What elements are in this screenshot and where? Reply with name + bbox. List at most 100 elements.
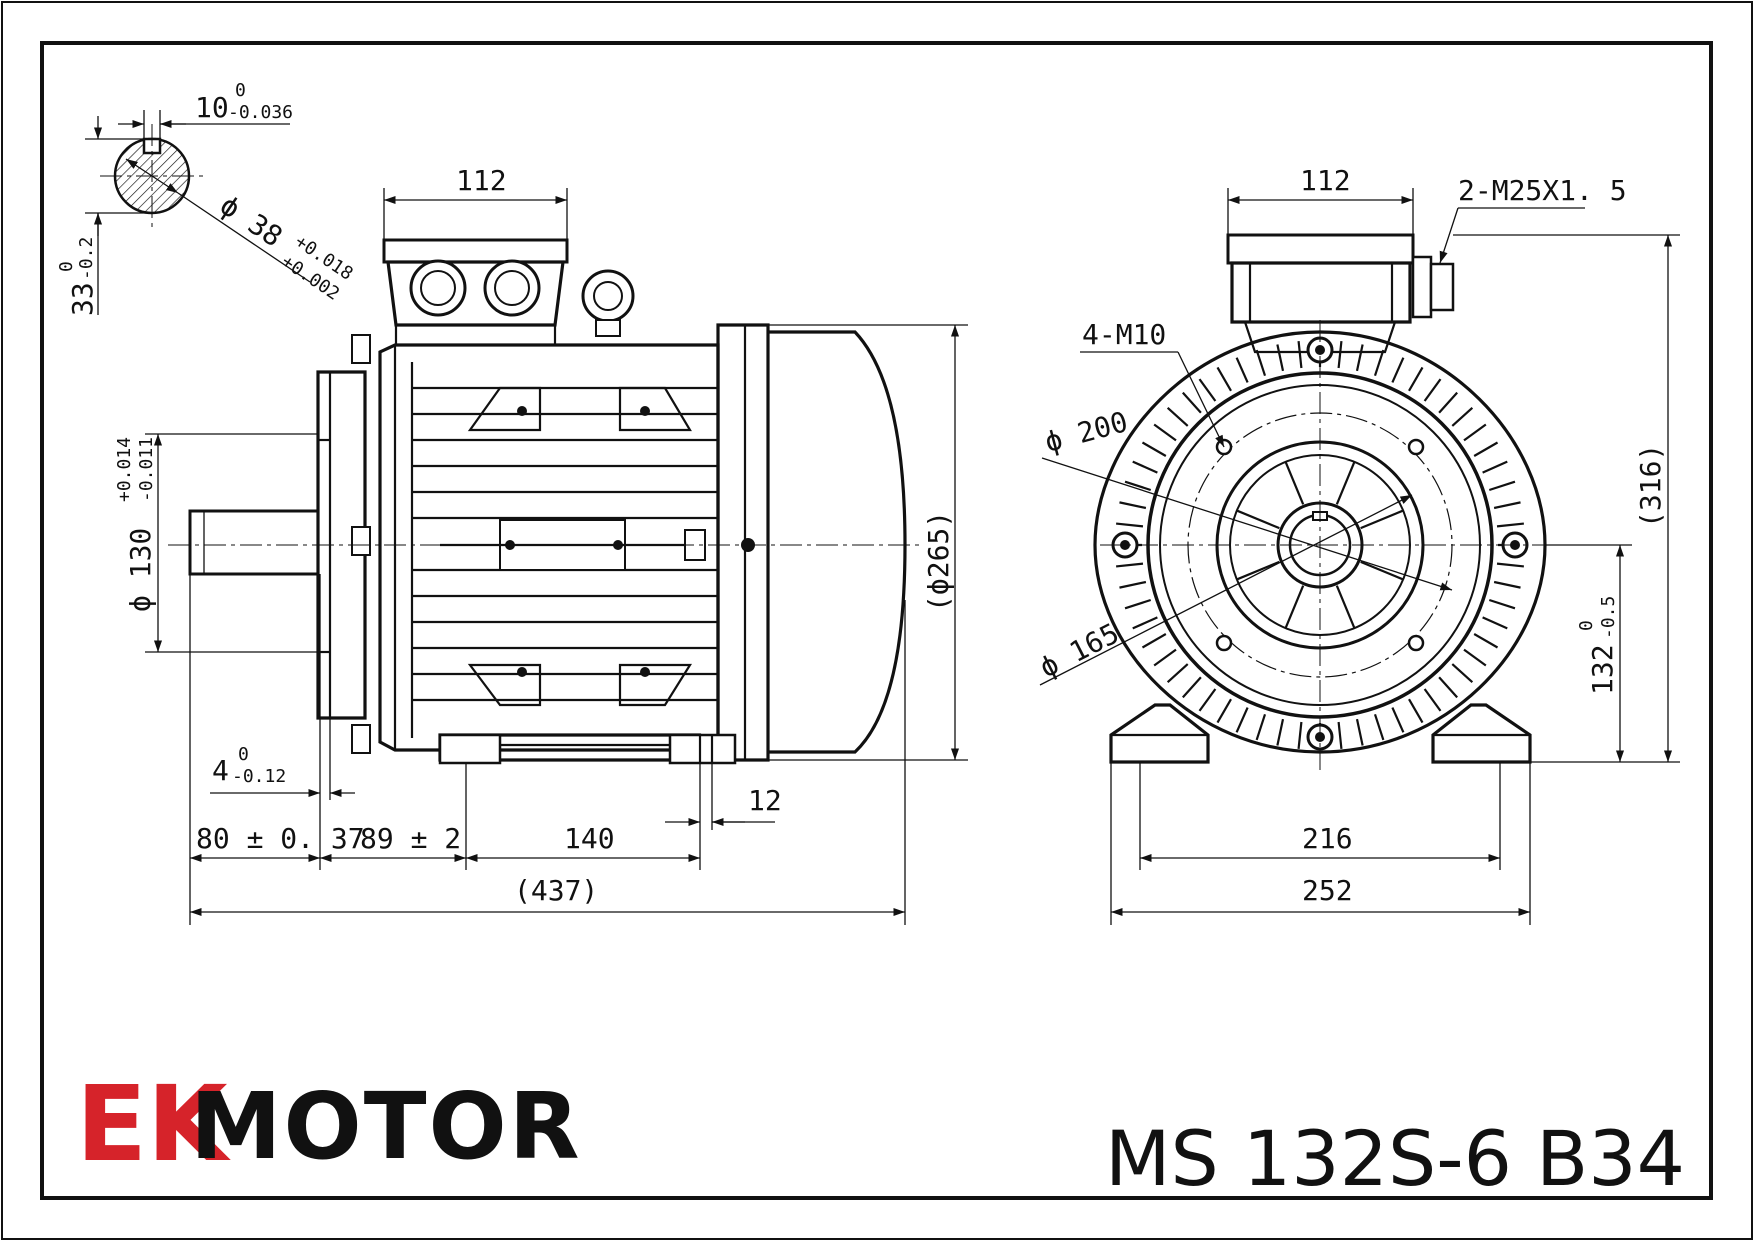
svg-text:(316): (316) [1634,444,1667,528]
cooling-fin [1235,707,1249,733]
cooling-fin [1255,713,1267,741]
cooling-fin [1355,718,1364,746]
svg-text:-0.2: -0.2 [76,237,97,280]
cooling-fin [1119,501,1147,510]
svg-text:89 ± 2: 89 ± 2 [360,822,461,855]
svg-text:(437): (437) [514,874,598,907]
svg-text:4-M10: 4-M10 [1082,318,1166,351]
svg-text:+0.014: +0.014 [114,437,135,502]
svg-text:132: 132 [1586,644,1619,695]
model-number: MS 132S-6 B34 [1105,1114,1685,1203]
key-width-dimension: 10 0 -0.036 [195,80,293,124]
cooling-fin [1124,598,1152,610]
cooling-fin [1482,616,1508,630]
cooling-fin [1337,341,1343,369]
cooling-fin [1153,648,1177,667]
side-view-dimension-lines [145,188,968,925]
cooling-fin [1166,407,1189,427]
svg-text:(ϕ265): (ϕ265) [922,511,955,612]
cooling-fin [1116,562,1144,568]
key-height-dimension: 33 0 -0.2 [56,237,99,316]
cooling-fin [1408,366,1424,392]
cooling-fin [1451,663,1474,683]
cooling-fin [1423,378,1442,402]
cooling-fin [1355,344,1364,372]
cooling-fin [1482,460,1508,474]
svg-text:-0.036: -0.036 [228,102,293,123]
cooling-fin [1216,366,1232,392]
svg-text:ϕ 38: ϕ 38 [214,188,288,253]
svg-text:-0.5: -0.5 [1598,596,1619,639]
cooling-fin [1337,721,1343,749]
svg-text:216: 216 [1302,822,1353,855]
svg-text:4: 4 [212,754,229,787]
cooling-fin [1408,698,1424,724]
side-view-dimension-labels: 112 ϕ 130 +0.014 -0.011 (ϕ265) 4 0 -0.12… [114,164,955,907]
flange-spoke [1236,509,1280,530]
cooling-fin [1297,341,1303,369]
cooling-fin [1276,718,1285,746]
flange-spoke [1360,509,1404,530]
cooling-fin [1255,349,1267,377]
cooling-fin [1438,391,1458,414]
cooling-fin [1182,391,1202,414]
svg-text:10: 10 [195,91,229,124]
cooling-fin [1132,616,1158,630]
cooling-fin [1116,522,1144,528]
cooling-fin [1493,580,1521,589]
cooling-fin [1423,688,1442,712]
cooling-fin [1493,501,1521,510]
svg-text:2-M25X1. 5: 2-M25X1. 5 [1458,174,1627,207]
cooling-fin [1235,357,1249,383]
cooling-fin [1473,441,1499,457]
svg-text:112: 112 [456,164,507,197]
svg-text:EK: EK [76,1063,231,1185]
brand-logo: EK [76,1063,231,1185]
cooling-fin [1198,688,1217,712]
brand-name: MOTOR [190,1073,582,1180]
cooling-fin [1166,663,1189,683]
inner-border [40,41,1713,1200]
cooling-fin [1373,713,1385,741]
cooling-fin [1276,344,1285,372]
cooling-fin [1141,441,1167,457]
cooling-fin [1391,707,1405,733]
cooling-fin [1124,480,1152,492]
svg-text:0: 0 [1576,620,1597,631]
svg-text:0: 0 [56,261,77,272]
svg-text:-0.12: -0.12 [232,766,286,787]
svg-text:-0.011: -0.011 [136,437,157,502]
svg-text:112: 112 [1300,164,1351,197]
motor-front-view [1093,233,1560,770]
flange-spoke [1360,560,1404,581]
cooling-fin [1141,633,1167,649]
flange-spoke [1236,560,1280,581]
front-view-dimension-lines [1039,188,1680,925]
svg-text:ϕ 165: ϕ 165 [1034,617,1124,685]
svg-text:0: 0 [238,744,249,765]
svg-text:33: 33 [66,282,99,316]
flange-spoke [1335,585,1356,629]
cooling-fin [1391,357,1405,383]
cooling-fin [1451,407,1474,427]
cooling-fin [1488,480,1516,492]
cooling-fin [1496,562,1524,568]
cooling-fin [1488,598,1516,610]
cooling-fin [1473,633,1499,649]
cooling-fin [1463,423,1487,442]
svg-text:12: 12 [748,784,782,817]
flange-spoke [1284,461,1305,505]
svg-text:ϕ 130: ϕ 130 [124,528,157,612]
flange-spoke [1284,585,1305,629]
svg-text:ϕ 200: ϕ 200 [1041,405,1131,459]
shaft-diameter-dimension: ϕ 38 +0.018 +0.002 [214,188,357,304]
svg-text:80 ± 0. 37: 80 ± 0. 37 [196,822,365,855]
svg-text:0: 0 [235,80,246,101]
cooling-fin [1496,522,1524,528]
cooling-fin [1182,676,1202,699]
flange-spoke [1335,461,1356,505]
cooling-fin [1153,423,1177,442]
cooling-fin [1463,648,1487,667]
